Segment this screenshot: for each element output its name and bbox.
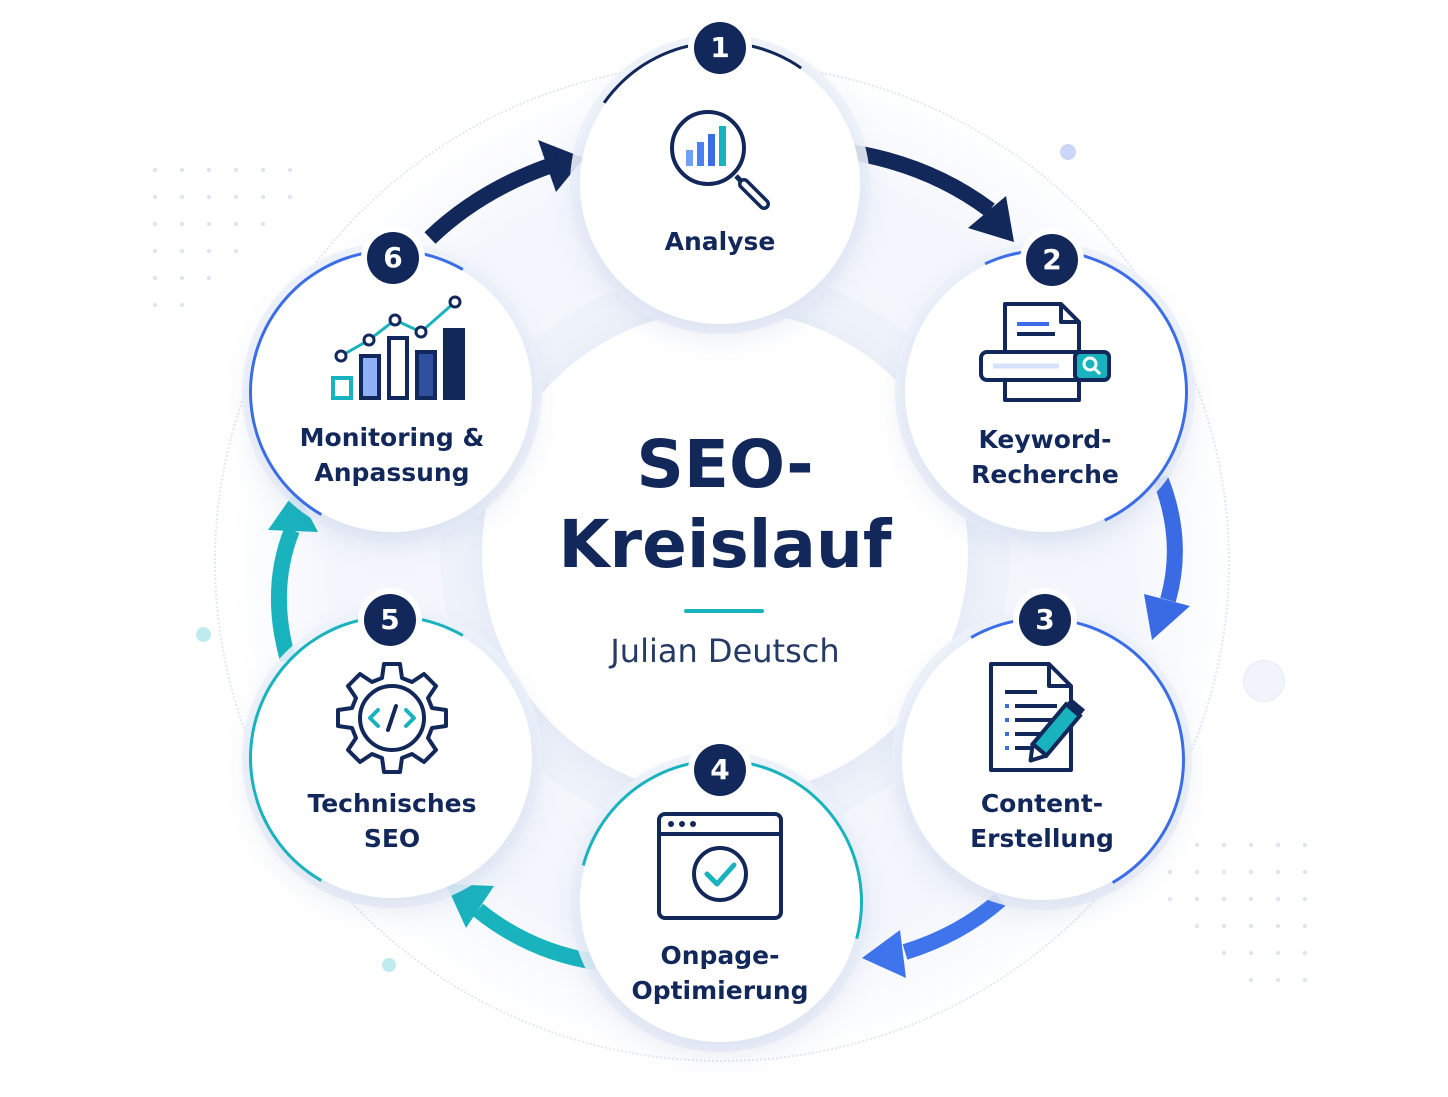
step-node-monitoring-anpassung: Monitoring & Anpassung — [216, 216, 568, 568]
step-node-content-erstellung: Content- Erstellung — [866, 584, 1218, 936]
step-badge-5: 5 — [364, 594, 416, 646]
arrow-3-to-4 — [862, 893, 1006, 978]
step-label-line: Analyse — [664, 227, 776, 256]
step-label-line: Technisches — [307, 789, 477, 818]
step-node-onpage-optimierung: Onpage- Optimierung — [524, 706, 916, 1097]
document-pencil-icon — [989, 662, 1086, 772]
step-node-keyword-recherche: Keyword- Recherche — [861, 208, 1229, 576]
decorative-dot — [1060, 144, 1076, 160]
step-label: Monitoring & Anpassung — [272, 420, 512, 490]
step-label-line: SEO — [363, 824, 421, 853]
arrow-5-to-6 — [268, 490, 318, 663]
growth-chart-icon — [331, 295, 465, 400]
step-label: Keyword- Recherche — [925, 422, 1165, 492]
diagram-title-line-2: Kreislauf — [558, 506, 892, 583]
diagram-author: Julian Deutsch — [610, 632, 840, 670]
step-label-line: Anpassung — [314, 458, 470, 487]
step-badge-4: 4 — [694, 744, 746, 796]
document-search-icon — [979, 302, 1111, 402]
step-badge-2: 2 — [1026, 234, 1078, 286]
step-label-line: Onpage- — [660, 941, 780, 970]
center-disc — [482, 310, 968, 796]
magnifier-chart-icon — [670, 110, 770, 210]
step-label-line: Erstellung — [970, 824, 1114, 853]
diagram-title-line-1: SEO- — [636, 426, 814, 503]
step-label: Onpage- Optimierung — [600, 938, 840, 1008]
diagram-title: SEO- Kreislauf — [482, 425, 968, 585]
arrow-1-to-2 — [848, 144, 1014, 242]
step-node-technisches-seo: Technisches SEO — [216, 582, 568, 934]
decorative-dot — [382, 958, 396, 972]
step-label-line: Monitoring & — [299, 423, 485, 452]
arrow-4-to-5 — [446, 884, 598, 970]
decorative-dot-grid-left — [152, 167, 293, 308]
step-badge-1: 1 — [694, 22, 746, 74]
browser-check-icon — [657, 812, 783, 920]
step-label-line: Keyword- — [978, 425, 1112, 454]
decorative-dot — [1243, 660, 1285, 702]
step-badge-3: 3 — [1019, 594, 1071, 646]
step-label-line: Recherche — [971, 460, 1119, 489]
arrow-2-to-3 — [1144, 475, 1190, 640]
step-node-analyse: Analyse — [554, 18, 886, 350]
step-label: Technisches SEO — [272, 786, 512, 856]
step-label: Analyse — [600, 224, 840, 259]
step-badge-6: 6 — [367, 232, 419, 284]
title-underline — [684, 609, 764, 613]
step-label-line: Content- — [980, 789, 1104, 818]
gear-code-icon — [336, 662, 448, 774]
decorative-dot-grid-right — [1167, 842, 1308, 983]
decorative-dot — [196, 627, 211, 642]
step-label-line: Optimierung — [631, 976, 809, 1005]
step-label: Content- Erstellung — [922, 786, 1162, 856]
arrow-6-to-1 — [424, 140, 584, 244]
